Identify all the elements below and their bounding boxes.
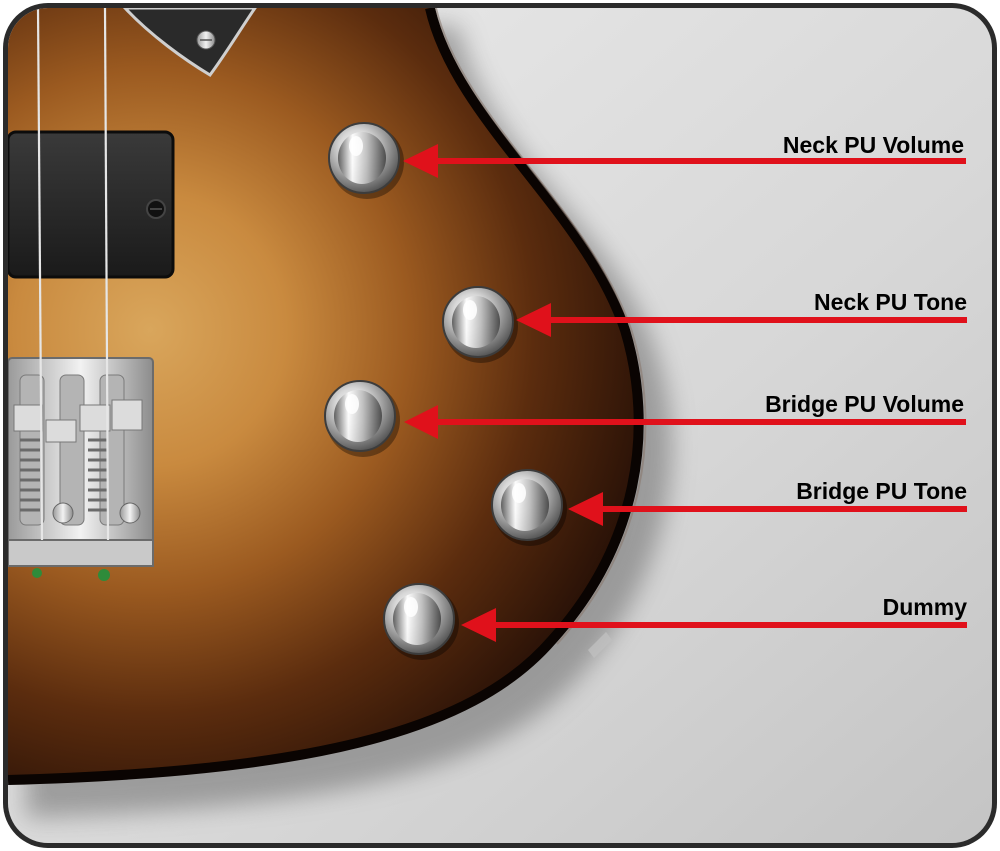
- string: [36, 8, 44, 541]
- bridge-icon: [8, 357, 154, 581]
- chrome-knob-icon: [328, 122, 404, 199]
- arrow-left-icon: [404, 405, 966, 439]
- string: [103, 8, 110, 541]
- callout-label: Neck PU Volume: [783, 132, 964, 158]
- pickup-icon: [8, 130, 175, 279]
- chrome-knob-icon: [324, 380, 400, 457]
- callout-label: Bridge PU Volume: [765, 391, 964, 417]
- callout-label: Bridge PU Tone: [796, 478, 967, 504]
- arrow-left-icon: [516, 303, 967, 337]
- chrome-knob-icon: [491, 469, 567, 546]
- chrome-knob-icon: [383, 583, 459, 660]
- arrow-left-icon: [568, 492, 967, 526]
- callout-label: Neck PU Tone: [814, 289, 967, 315]
- arrow-left-icon: [461, 608, 967, 642]
- chrome-knob-icon: [442, 286, 518, 363]
- arrow-left-icon: [403, 144, 966, 178]
- callout-label: Dummy: [883, 594, 968, 620]
- body-edge: [8, 8, 644, 785]
- pickguard: [121, 8, 258, 77]
